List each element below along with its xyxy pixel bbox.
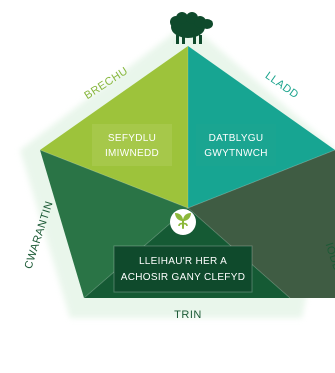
box-center-line2: ACHOSIR GANY CLEFYD [121, 272, 245, 283]
box-top-right: DATBLYGU GWYTNWCH [196, 124, 276, 166]
box-top-left-line2: IMIWNEDD [105, 148, 159, 159]
leaf-sprout-icon [170, 209, 196, 235]
box-center-line1: LLEIHAU'R HER A [139, 256, 227, 267]
segment-right [188, 150, 335, 298]
box-top-right-line1: DATBLYGU [209, 133, 264, 144]
edge-label-bottom: TRIN [174, 309, 202, 321]
box-center: LLEIHAU'R HER A ACHOSIR GANY CLEFYD [113, 245, 253, 293]
box-top-right-line2: GWYTNWCH [204, 148, 268, 159]
segment-left [40, 150, 188, 298]
box-top-left-line1: SEFYDLU [108, 133, 156, 144]
sheep-icon [170, 12, 213, 44]
box-top-left: SEFYDLU IMIWNEDD [92, 124, 172, 166]
